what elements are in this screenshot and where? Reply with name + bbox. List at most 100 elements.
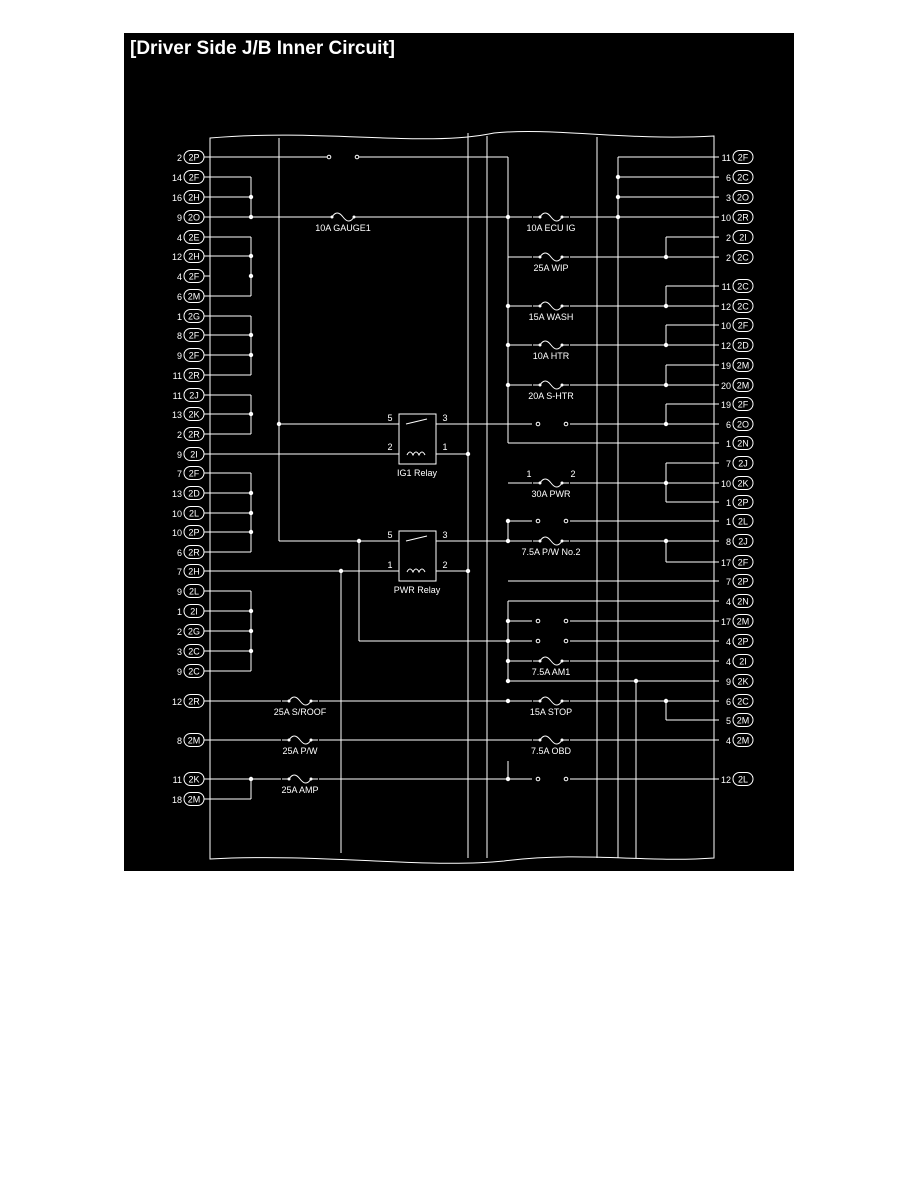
connector-code: 2F [189,351,200,361]
fuse-label: 30A PWR [531,489,571,499]
connector-pin-number: 13 [172,489,182,499]
connector-badge [732,358,754,372]
connector-pin-number: 12 [172,252,182,262]
connector-code: 2O [737,420,749,430]
connector-badge [732,674,754,688]
connector-badge [732,170,754,184]
connector-code: 2K [737,479,748,489]
connector-code: 2I [739,233,747,243]
connector-code: 2L [189,587,199,597]
fuse-label: 7.5A P/W No.2 [521,547,580,557]
connector-pin-number: 6 [726,697,731,707]
connector-code: 2F [738,153,749,163]
connector-badge [732,230,754,244]
connector-code: 2K [737,677,748,687]
connector-pin-number: 12 [172,697,182,707]
circuit-drawing: 22P142F162H92O42E122H42F62M12G82F92F112R… [172,130,754,864]
connector-badge [732,555,754,569]
fuse: 10A ECU IG [526,212,576,233]
connector-pin-number: 12 [721,775,731,785]
connector-badge [732,634,754,648]
fuse-icon [533,735,569,745]
fuse-icon [533,380,569,390]
fuse-label: 25A S/ROOF [274,707,327,717]
connector-badge [732,574,754,588]
connector-pin-number: 6 [177,292,182,302]
fuse-label: 15A STOP [530,707,572,717]
connector-pin-number: 9 [177,667,182,677]
connector-code: 2R [188,548,200,558]
connector-pin-number: 2 [177,153,182,163]
fuse-icon [533,696,569,706]
connector-badge [732,713,754,727]
connector-pin-number: 9 [177,587,182,597]
connector-code: 2F [189,469,200,479]
connector-pin-number: 6 [177,548,182,558]
connector-pin-number: 19 [721,400,731,410]
connector-code: 2D [737,341,749,351]
connector-code: 2L [189,509,199,519]
fuse-label: 7.5A OBD [531,746,572,756]
fuse: 10A HTR [533,340,570,361]
connector-code: 2I [190,607,198,617]
fuse: 15A STOP [530,696,572,717]
connector-code: 2M [188,292,201,302]
relay-pin-number: 1 [442,442,447,452]
connector-pin-number: 1 [177,607,182,617]
connector-code: 2R [188,430,200,440]
connector-pin-number: 3 [177,647,182,657]
relay-pin-number: 2 [387,442,392,452]
fuse: 25A AMP [281,774,319,795]
fuse-label: 20A S-HTR [528,391,574,401]
connector-badge [732,733,754,747]
connector-code: 2C [737,697,749,707]
connector-badge [732,476,754,490]
connector-pin-number: 11 [722,282,731,292]
connector-code: 2I [739,657,747,667]
connector-code: 2M [737,361,750,371]
connector-badge [732,694,754,708]
connector-pin-number: 11 [173,371,182,381]
connector-pin-number: 3 [726,193,731,203]
connector-pin-number: 18 [172,795,182,805]
relay-pin-number: 2 [442,560,447,570]
fuse-label: 10A ECU IG [526,223,575,233]
connector-pin-number: 9 [177,213,182,223]
junction-block-outline [209,130,715,864]
connector-pin-number: 1 [726,517,731,527]
fuse: 10A GAUGE1 [315,212,371,233]
connector-badge [732,299,754,313]
connector-pin-number: 4 [177,272,182,282]
fuse: 7.5A OBD [531,735,572,756]
left-connector: 1 2I [177,604,210,618]
connector-pin-number: 4 [177,233,182,243]
connector-pin-number: 4 [726,736,731,746]
connector-pin-number: 7 [177,567,182,577]
connector-pin-number: 9 [177,450,182,460]
connector-code: 2F [189,173,200,183]
